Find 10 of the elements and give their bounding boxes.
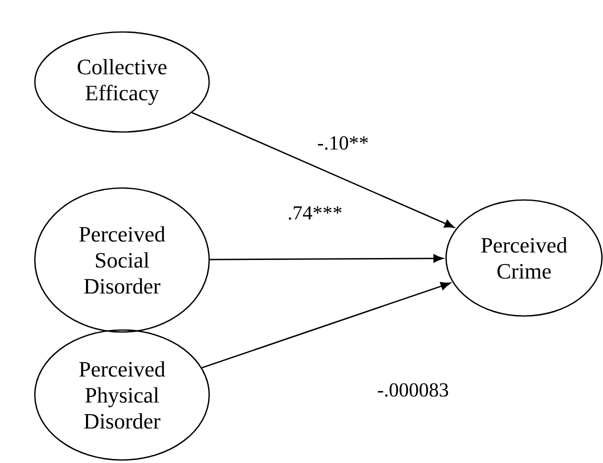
ellipse-node: Collective Efficacy: [34, 31, 210, 133]
edge-label: -.000083: [376, 382, 450, 398]
arrow: [202, 282, 451, 368]
arrow: [210, 254, 444, 263]
ellipse-node: Perceived Social Disorder: [34, 187, 210, 333]
edge-label: -.10**: [316, 134, 370, 152]
arrow: [192, 112, 454, 228]
ellipse-node: Perceived Physical Disorder: [34, 329, 210, 461]
edge-label: .74***: [286, 204, 344, 222]
ellipse-node: Perceived Crime: [445, 199, 603, 317]
